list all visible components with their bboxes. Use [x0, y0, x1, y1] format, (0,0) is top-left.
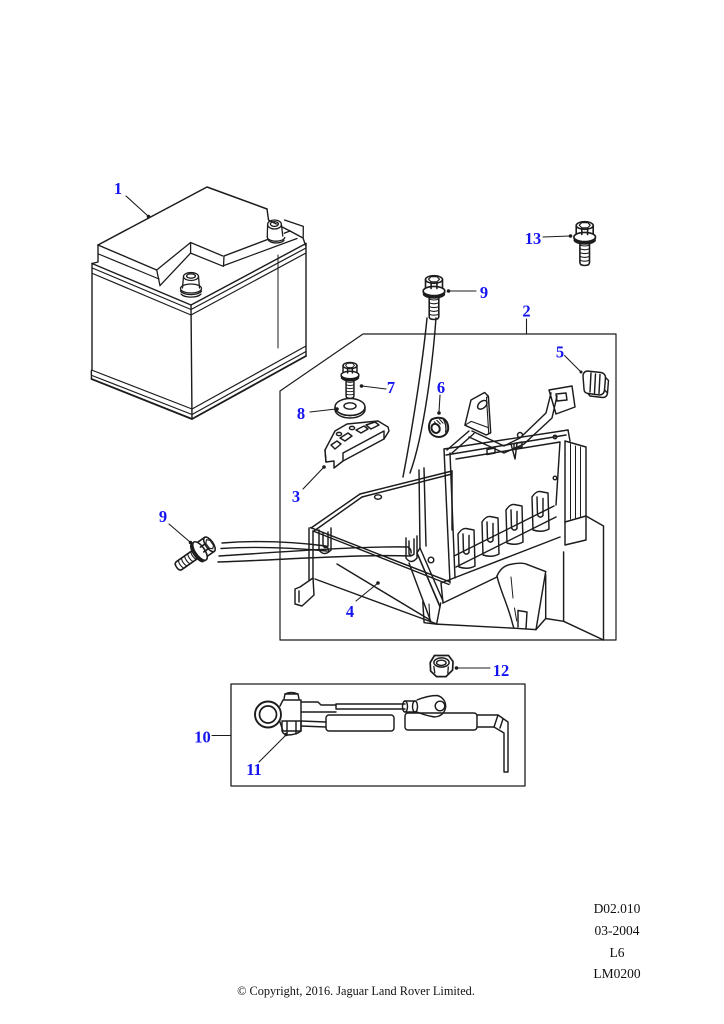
svg-text:2: 2 [522, 302, 530, 321]
svg-text:L6: L6 [610, 945, 625, 960]
svg-text:D02.010: D02.010 [594, 901, 641, 916]
svg-text:12: 12 [493, 661, 510, 680]
svg-text:8: 8 [297, 404, 305, 423]
svg-text:1: 1 [114, 179, 122, 198]
svg-text:6: 6 [437, 378, 445, 397]
svg-text:9: 9 [159, 507, 167, 526]
svg-text:4: 4 [346, 602, 354, 621]
svg-text:7: 7 [387, 378, 395, 397]
svg-text:13: 13 [525, 229, 542, 248]
svg-text:5: 5 [556, 343, 564, 362]
svg-text:LM0200: LM0200 [593, 966, 641, 981]
svg-text:9: 9 [480, 283, 488, 302]
svg-text:11: 11 [246, 760, 262, 779]
svg-text:© Copyright, 2016. Jaguar Land: © Copyright, 2016. Jaguar Land Rover Lim… [237, 984, 475, 998]
svg-text:03-2004: 03-2004 [595, 923, 640, 938]
svg-text:3: 3 [292, 487, 300, 506]
svg-text:10: 10 [194, 728, 211, 747]
